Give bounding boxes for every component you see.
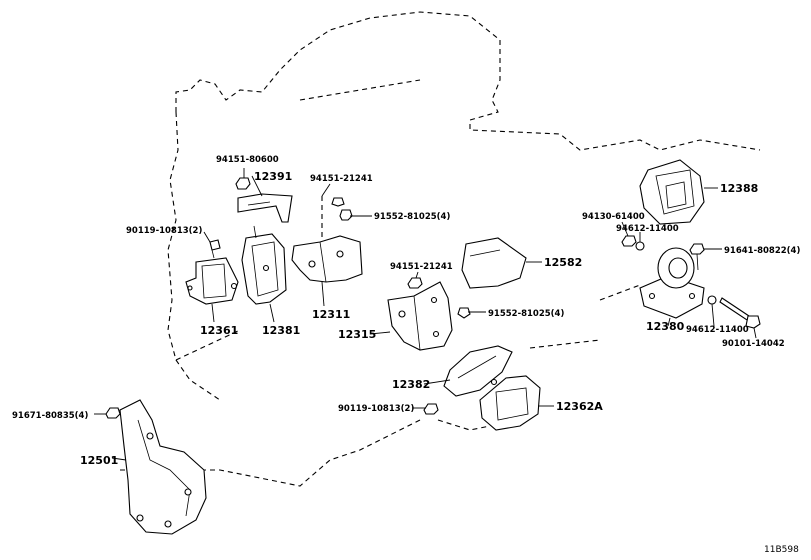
engine-outline [120,11,761,487]
label-12582: 12582 [544,256,582,269]
washer-94612-11400-b-icon[interactable] [707,295,717,305]
nut-94151-80600-icon[interactable] [235,177,251,190]
part-12501-bracket[interactable] [119,399,207,535]
dash-12382 [437,419,491,431]
nut-94151-21241-icon[interactable] [407,277,423,289]
part-12388-bracket[interactable] [639,159,705,225]
label-91671-80835: 91671-80835(4) [12,411,88,421]
label-12361: 12361 [200,324,238,337]
bolt-91671-80835-icon[interactable] [105,407,121,419]
label-94151-21241-b: 94151-21241 [390,262,453,272]
label-12380: 12380 [646,320,685,333]
part-12582-cover[interactable] [461,237,527,289]
nut-94130-61400-icon[interactable] [621,235,637,247]
label-12381: 12381 [262,324,300,337]
part-12315-bracket[interactable] [387,281,453,351]
leader-lines [94,168,757,461]
part-12382-insulator[interactable] [443,345,513,397]
part-12361-insulator[interactable] [185,257,239,305]
label-94612-11400-a: 94612-11400 [616,224,679,234]
label-94151-80600: 94151-80600 [216,155,279,165]
label-91641-80822: 91641-80822(4) [724,246,800,256]
bolt-90119-10813-icon[interactable] [209,239,221,259]
label-90101-14042: 90101-14042 [722,339,785,349]
bolt-91552-81025-b-icon[interactable] [457,307,471,319]
diagram-code: 11B598 [764,545,799,555]
bolt-90119-10813-b-icon[interactable] [423,403,439,415]
label-12315: 12315 [338,328,376,341]
label-12391: 12391 [254,170,292,183]
part-12381-insulator[interactable] [241,225,287,305]
label-90119-10813-b: 90119-10813(2) [338,404,414,414]
label-12388: 12388 [720,182,758,195]
label-91552-81025-b: 91552-81025(4) [488,309,564,319]
bolt-91552-81025-icon[interactable] [331,197,353,221]
label-91552-81025-a: 91552-81025(4) [374,212,450,222]
label-90119-10813-a: 90119-10813(2) [126,226,202,236]
label-94151-21241-a: 94151-21241 [310,174,373,184]
bolt-91641-80822-icon[interactable] [689,243,705,271]
part-12380-insulator[interactable] [639,247,705,319]
label-12311: 12311 [312,308,350,321]
label-94130-61400: 94130-61400 [582,212,645,222]
label-12501: 12501 [80,454,118,467]
label-94612-11400-b: 94612-11400 [686,325,749,335]
part-12362A-insulator[interactable] [479,375,541,431]
part-12391-plate[interactable] [237,193,293,223]
label-12362A: 12362A [556,400,603,413]
label-12382: 12382 [392,378,430,391]
bolt-90101-14042-icon[interactable] [719,297,761,329]
washer-94612-11400-icon[interactable] [635,241,645,251]
part-12311-bracket[interactable] [291,235,363,283]
